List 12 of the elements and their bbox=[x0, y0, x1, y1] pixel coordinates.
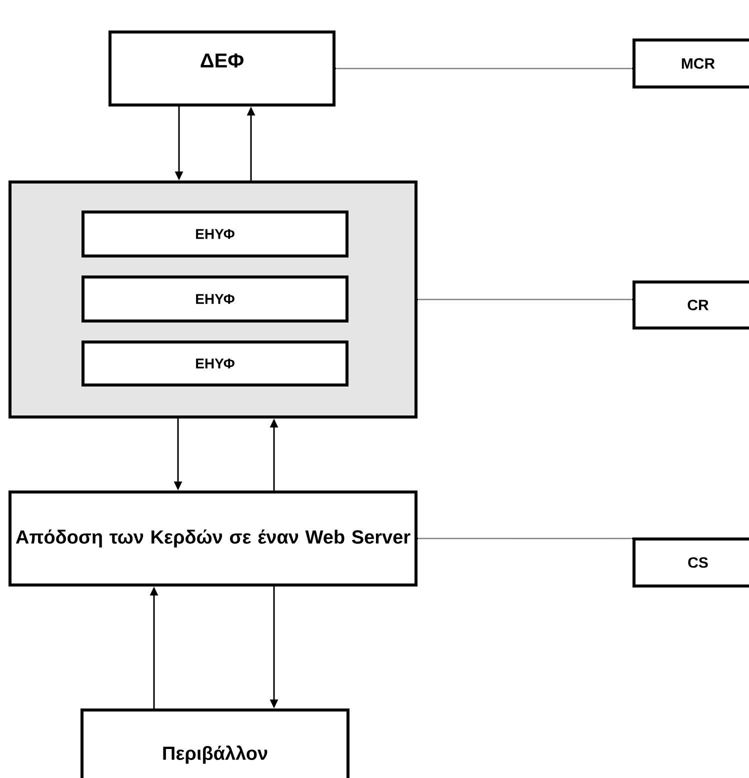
process-box: ΕΗΥΦ bbox=[82, 210, 348, 258]
dotted-connector bbox=[418, 298, 632, 300]
dotted-connector bbox=[418, 538, 632, 540]
label-box: CR bbox=[632, 280, 749, 330]
label-box: CS bbox=[632, 538, 749, 588]
process-box: ΕΗΥΦ bbox=[82, 340, 348, 386]
process-box: ΔΕΦ bbox=[108, 30, 336, 106]
process-box: Περιβάλλον bbox=[80, 708, 350, 778]
dotted-connector bbox=[336, 68, 632, 70]
label-box: MCR bbox=[632, 38, 749, 88]
process-box: ΕΗΥΦ bbox=[82, 276, 348, 322]
process-box: Απόδοση των Κερδών σε έναν Web Server bbox=[8, 490, 418, 586]
